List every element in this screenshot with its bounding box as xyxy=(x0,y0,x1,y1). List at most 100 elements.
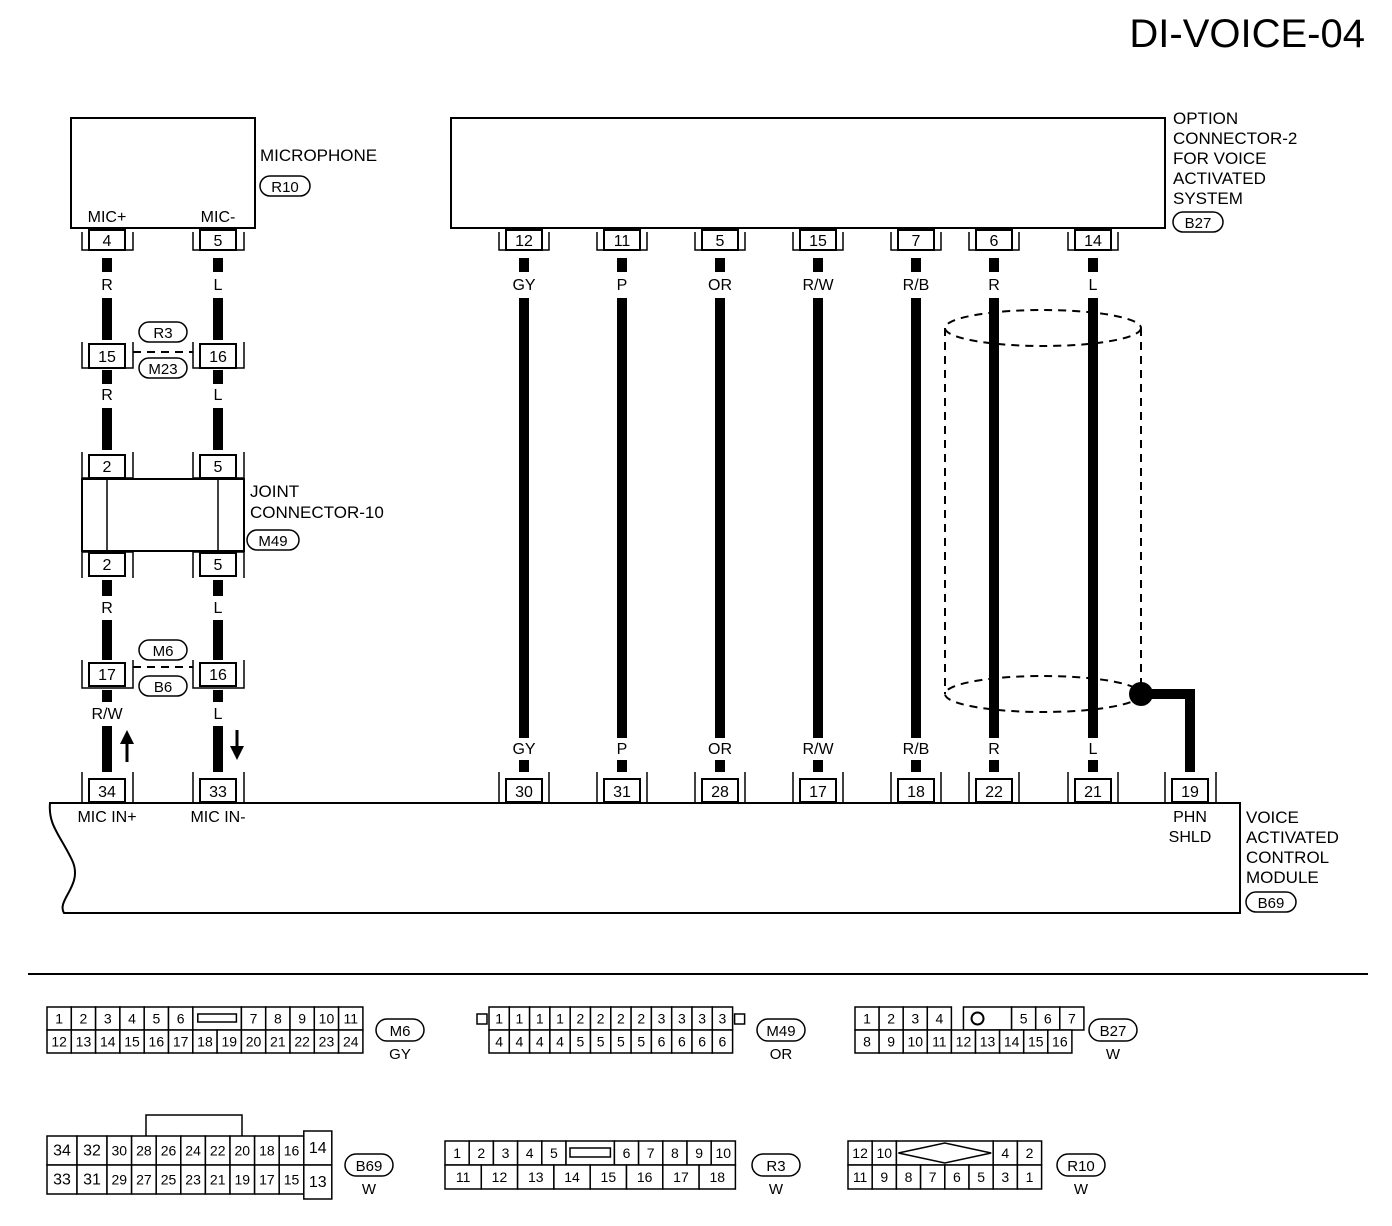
connector-id-m49: M49 xyxy=(258,533,287,550)
cavity-number: 12 xyxy=(852,1145,868,1161)
module-pin-number: 21 xyxy=(1084,784,1102,801)
svg-text:CONTROL: CONTROL xyxy=(1246,848,1329,867)
cavity-number: 12 xyxy=(956,1034,972,1050)
cavity-number: 19 xyxy=(221,1034,237,1050)
wire-color-label: GY xyxy=(512,741,535,758)
cavity-number: 7 xyxy=(1068,1011,1076,1027)
face-connector-id: B69 xyxy=(356,1158,383,1175)
cavity-number: 17 xyxy=(259,1172,275,1188)
module-pin-number: 18 xyxy=(907,784,925,801)
wire-color-label: R/W xyxy=(802,277,834,294)
cavity-number: 3 xyxy=(104,1011,112,1027)
cavity-number: 34 xyxy=(53,1143,71,1160)
svg-text:PHN: PHN xyxy=(1173,809,1207,826)
face-connector-color: W xyxy=(362,1181,377,1198)
wire-gy-pin-12: 12GYGY30AUDIOPHN+ xyxy=(498,229,550,846)
joint-connector-label: JOINT xyxy=(250,482,299,501)
cavity-number: 11 xyxy=(853,1169,868,1185)
cavity-number: 5 xyxy=(152,1011,160,1027)
svg-text:15: 15 xyxy=(98,349,116,366)
face-connector-id: B27 xyxy=(1100,1023,1127,1040)
cavity-number: 2 xyxy=(1026,1145,1034,1161)
wire-color-label: R/B xyxy=(903,741,930,758)
cavity-number: 11 xyxy=(343,1011,358,1027)
cavity-number: 5 xyxy=(550,1145,558,1161)
cavity-number: 16 xyxy=(1052,1034,1068,1050)
svg-text:5: 5 xyxy=(214,233,223,250)
cavity-number: 4 xyxy=(935,1011,943,1027)
svg-text:16: 16 xyxy=(209,667,227,684)
wire-color-label: R xyxy=(101,600,113,617)
wire-color-label: R xyxy=(988,277,1000,294)
svg-text:OPTION: OPTION xyxy=(1173,109,1238,128)
face-connector-id: M6 xyxy=(390,1023,411,1040)
cavity-number: 23 xyxy=(185,1172,201,1188)
wire-l-pin-14: 14LL21PHNOUT- xyxy=(1067,229,1119,846)
cavity-number: 1 xyxy=(453,1145,461,1161)
wire-color-label: L xyxy=(214,387,223,404)
svg-text:SHLD: SHLD xyxy=(1169,829,1212,846)
cavity-number: 24 xyxy=(343,1034,359,1050)
cavity-number: 6 xyxy=(623,1145,631,1161)
face-connector-color: GY xyxy=(389,1046,411,1063)
module-pin-number: 22 xyxy=(985,784,1003,801)
module-pin-number: 28 xyxy=(711,784,729,801)
svg-text:FOR VOICE: FOR VOICE xyxy=(1173,149,1267,168)
svg-text:17: 17 xyxy=(98,667,116,684)
cavity-number: 32 xyxy=(83,1143,101,1160)
cavity-number: 21 xyxy=(270,1034,286,1050)
face-connector-id: R10 xyxy=(1067,1158,1095,1175)
cavity-number: 2 xyxy=(617,1011,625,1027)
face-connector-id: R3 xyxy=(766,1158,785,1175)
mic-plus-label: MIC+ xyxy=(88,209,127,226)
cavity-number: 10 xyxy=(716,1145,732,1161)
cavity-number: 6 xyxy=(698,1034,706,1050)
shield-cylinder xyxy=(944,309,1195,772)
mic-pin-4: 4 xyxy=(81,229,134,251)
cavity-number: 20 xyxy=(246,1034,262,1050)
joint-connector-m49: 2 5 2 5 JOINT CONNECTOR-10 M49 xyxy=(81,452,384,578)
cavity-number: 3 xyxy=(719,1011,727,1027)
cavity-number: 6 xyxy=(953,1169,961,1185)
cavity-number: 22 xyxy=(210,1143,226,1159)
cavity-number: 15 xyxy=(601,1169,617,1185)
cavity-number: 31 xyxy=(83,1172,101,1189)
wire-color-label: R/W xyxy=(91,706,123,723)
svg-text:ACTIVATED: ACTIVATED xyxy=(1246,828,1339,847)
svg-text:SYSTEM: SYSTEM xyxy=(1173,189,1243,208)
face-connector-color: W xyxy=(769,1181,784,1198)
cavity-number: 3 xyxy=(678,1011,686,1027)
svg-text:VOICE: VOICE xyxy=(1246,808,1299,827)
mic-in-plus-label: MIC IN+ xyxy=(77,809,136,826)
cavity-number: 12 xyxy=(492,1169,508,1185)
wire-color-label: P xyxy=(617,741,628,758)
voice-control-module: 34 33 MIC IN+ MIC IN- 19 PHN SHLD VOICE … xyxy=(48,772,1339,914)
cavity-number: 6 xyxy=(177,1011,185,1027)
cavity-number: 2 xyxy=(576,1011,584,1027)
svg-text:ACTIVATED: ACTIVATED xyxy=(1173,169,1266,188)
wire-color-label: OR xyxy=(708,741,732,758)
cavity-number: 4 xyxy=(526,1145,534,1161)
connector-id-b6: B6 xyxy=(154,679,172,696)
top-pin-number: 12 xyxy=(515,233,533,250)
cavity-number: 18 xyxy=(709,1169,725,1185)
cavity-number: 1 xyxy=(863,1011,871,1027)
cavity-number: 1 xyxy=(1026,1169,1034,1185)
wire-r-b-pin-7: 7R/BR/B18ACPB xyxy=(890,229,942,846)
cavity-number: 7 xyxy=(647,1145,655,1161)
cavity-number: 4 xyxy=(556,1034,564,1050)
wire-p-pin-11: 11PP31AUDIOPHN- xyxy=(596,229,648,846)
connector-id-m23: M23 xyxy=(148,361,177,378)
wire-color-label: L xyxy=(214,600,223,617)
module-pin-19: 19 xyxy=(1181,784,1199,801)
cavity-number: 14 xyxy=(100,1034,116,1050)
cavity-number: 1 xyxy=(516,1011,524,1027)
cavity-number: 13 xyxy=(309,1174,327,1191)
cavity-number: 12 xyxy=(51,1034,67,1050)
cavity-number: 3 xyxy=(502,1145,510,1161)
wire-color-label: P xyxy=(617,277,628,294)
mic-in-minus-label: MIC IN- xyxy=(190,809,245,826)
